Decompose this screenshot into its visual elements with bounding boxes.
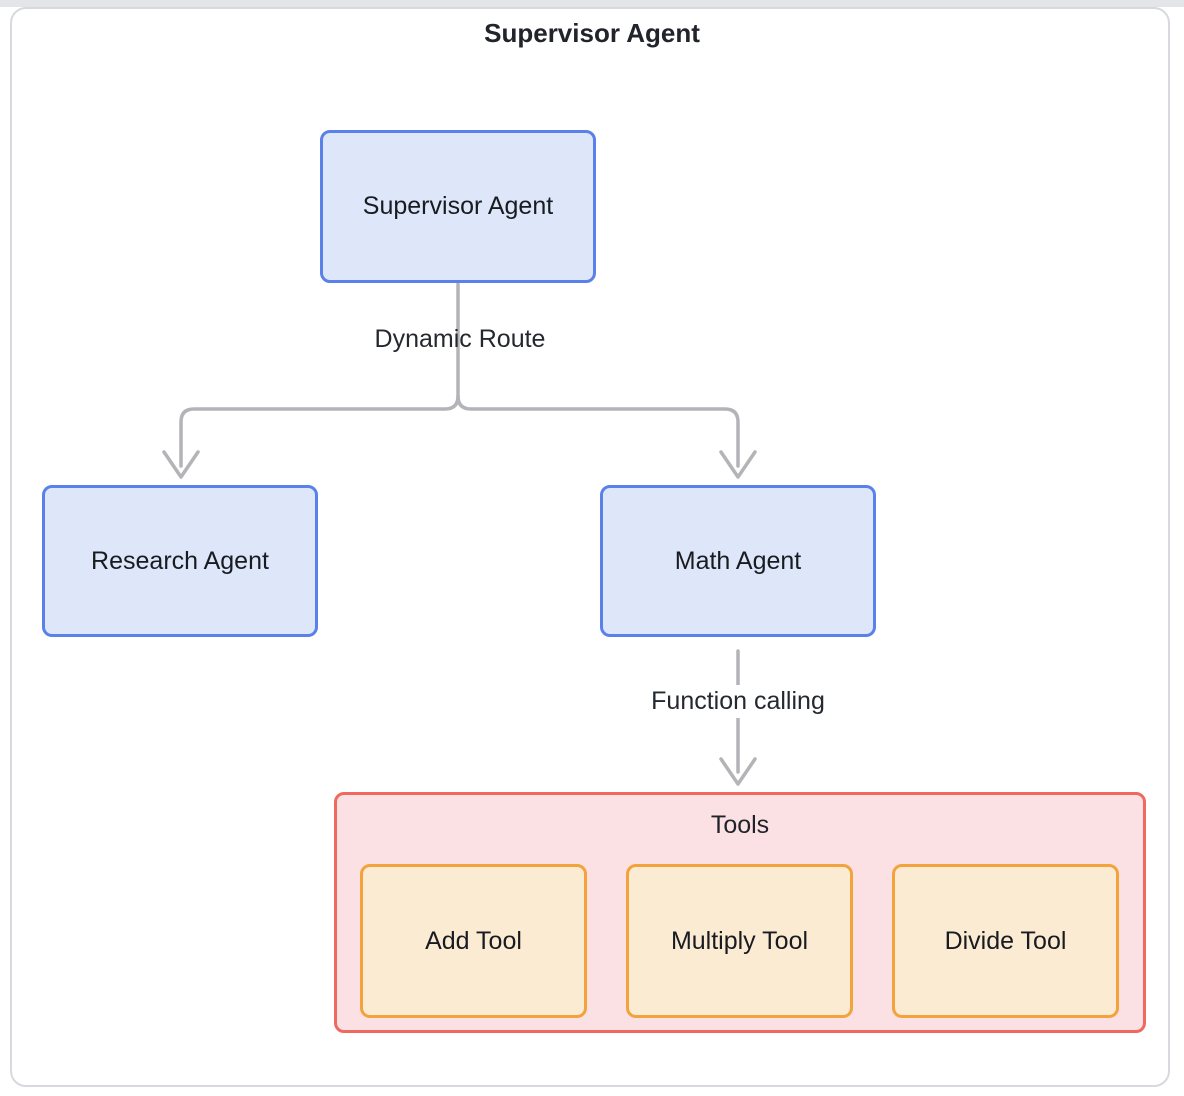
node-math-agent: Math Agent [600, 485, 876, 637]
node-research-agent-label: Research Agent [91, 546, 269, 575]
node-add-tool-label: Add Tool [425, 926, 522, 955]
node-math-agent-label: Math Agent [674, 546, 802, 575]
edge-label-dynamic-route: Dynamic Route [374, 325, 546, 353]
node-divide-tool: Divide Tool [892, 864, 1119, 1018]
node-divide-tool-label: Divide Tool [944, 926, 1067, 955]
node-supervisor-agent-label: Supervisor Agent [362, 192, 554, 220]
edge-label-function-calling: Function calling [645, 685, 831, 718]
node-multiply-tool-label: Multiply Tool [670, 926, 809, 955]
node-supervisor-agent: Supervisor Agent [320, 130, 596, 283]
node-add-tool: Add Tool [360, 864, 587, 1018]
node-multiply-tool: Multiply Tool [626, 864, 853, 1018]
tools-group-title: Tools [710, 811, 770, 839]
diagram-title: Supervisor Agent [484, 18, 700, 48]
node-research-agent: Research Agent [42, 485, 318, 637]
